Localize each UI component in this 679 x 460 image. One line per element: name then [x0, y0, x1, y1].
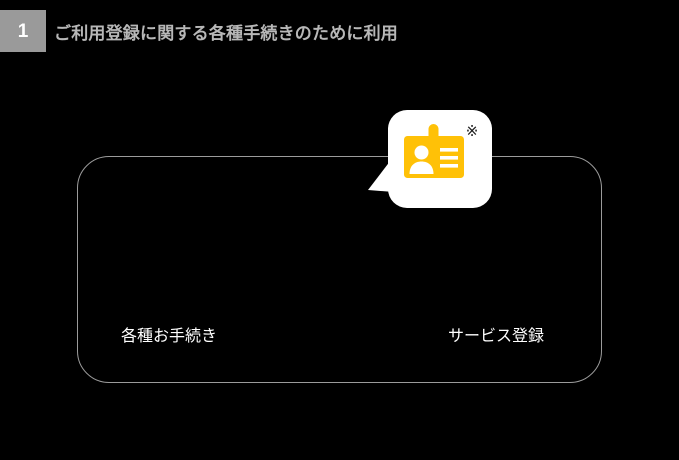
flow-container [77, 156, 602, 383]
header: 1 ご利用登録に関する各種手続きのために利用 [0, 10, 679, 52]
id-card-icon [404, 124, 470, 186]
note-mark-icon: ※ [465, 122, 479, 140]
flow-label-service-registration: サービス登録 [448, 328, 545, 345]
step-number-badge: 1 [0, 10, 46, 52]
step-number-label: 1 [17, 20, 29, 42]
flow-label-procedures: 各種お手続き [121, 328, 218, 345]
page-title: ご利用登録に関する各種手続きのために利用 [54, 23, 398, 43]
speech-bubble-tail [368, 156, 394, 192]
